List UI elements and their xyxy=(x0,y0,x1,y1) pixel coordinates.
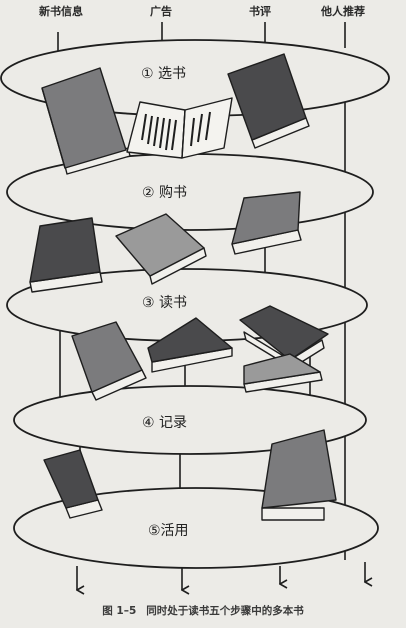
book-icon xyxy=(71,321,147,401)
output-arrows xyxy=(77,562,365,590)
stage-ellipse-buy xyxy=(6,153,374,231)
source-label-ads: 广告 xyxy=(150,5,172,18)
figure-caption-text: 同时处于读书五个步骤中的多本书 xyxy=(146,605,304,617)
step-label-select: ① 选书 xyxy=(141,66,187,82)
book-icon xyxy=(239,305,329,369)
step-label-buy: ② 购书 xyxy=(142,185,188,201)
book-icon xyxy=(29,217,103,293)
book-icon xyxy=(231,191,302,255)
book-icon xyxy=(147,317,233,373)
source-label-reviews: 书评 xyxy=(249,5,271,18)
book-icon xyxy=(261,429,337,521)
book-icon xyxy=(227,53,310,149)
step-label-read: ③ 读书 xyxy=(142,295,188,311)
figure-number: 图 1–5 xyxy=(102,605,137,617)
books xyxy=(29,53,337,521)
source-label-recommendations: 他人推荐 xyxy=(321,5,365,18)
stage-ellipse-record xyxy=(13,385,367,455)
open-book-icon xyxy=(126,97,233,159)
figure-caption: 图 1–5 同时处于读书五个步骤中的多本书 xyxy=(0,603,406,618)
step-label-record: ④ 记录 xyxy=(142,415,188,431)
book-icon xyxy=(243,353,323,393)
book-icon xyxy=(115,213,207,285)
book-icon xyxy=(43,449,103,519)
step-label-apply: ⑤活用 xyxy=(148,523,189,539)
book-icon xyxy=(41,67,131,175)
source-label-new-book-info: 新书信息 xyxy=(39,5,83,18)
